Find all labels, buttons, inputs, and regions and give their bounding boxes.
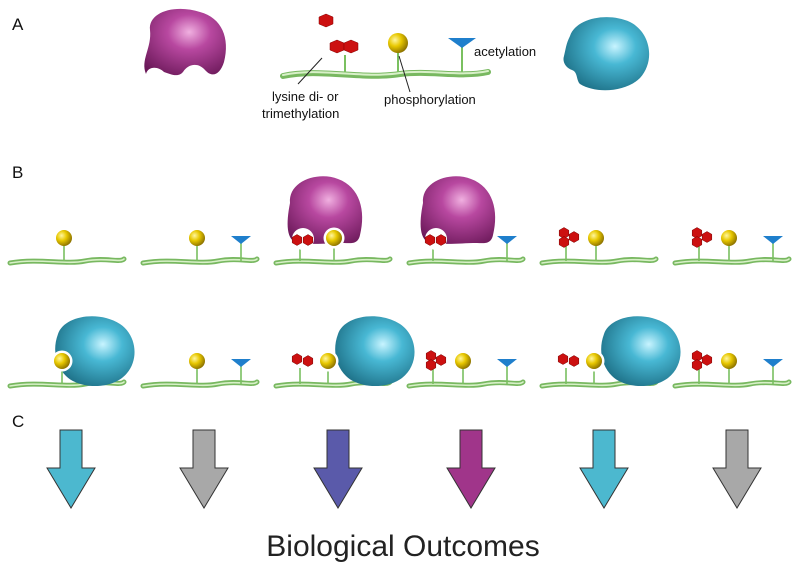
label-methylation-1: lysine di- or: [272, 89, 339, 104]
phospho-ball: [721, 353, 737, 369]
legend-strand: [280, 13, 491, 79]
panel-a: lysine di- or trimethylation phosphoryla…: [144, 8, 650, 121]
unit-r2-c2: [140, 353, 260, 389]
unit-r2-c6: [672, 350, 792, 389]
reader-cyan: [335, 316, 415, 387]
strand-highlight: [408, 258, 524, 264]
acetyl-mark: [231, 236, 251, 244]
phospho-ball: [388, 33, 408, 53]
panel-label-a: A: [12, 15, 24, 34]
unit-r2-c4: [406, 350, 526, 389]
phospho-ball: [721, 230, 737, 246]
unit-r2-c1: [7, 316, 135, 389]
phospho-ball: [326, 230, 342, 246]
strand-highlight: [142, 258, 258, 264]
acetyl-mark: [497, 236, 517, 244]
unit-r1-c6: [672, 227, 792, 266]
phospho-ball: [189, 230, 205, 246]
acetyl-mark: [497, 359, 517, 367]
label-methylation-2: trimethylation: [262, 106, 339, 121]
phospho-ball: [54, 353, 70, 369]
unit-r1-c2: [140, 230, 260, 266]
outcome-arrow-6: [712, 429, 762, 509]
panel-b: [7, 176, 792, 389]
strand-highlight: [9, 258, 125, 264]
strand-highlight: [674, 381, 790, 387]
strand-highlight: [408, 381, 524, 387]
methyl-cluster: [691, 350, 713, 371]
methyl-cluster: [291, 353, 314, 367]
phospho-ball: [586, 353, 602, 369]
reader-magenta: [287, 176, 363, 244]
panel-label-b: B: [12, 163, 23, 182]
reader-cyan-legend: [563, 17, 650, 91]
phospho-ball: [189, 353, 205, 369]
strand-highlight: [275, 258, 391, 264]
methyl-cluster: [691, 227, 713, 248]
unit-r2-c3: [273, 316, 415, 389]
unit-r1-c3: [273, 176, 393, 266]
panel-c: [46, 429, 762, 509]
panel-label-c: C: [12, 412, 24, 431]
phospho-ball: [588, 230, 604, 246]
outcome-arrow-3: [313, 429, 363, 509]
strand-highlight: [541, 258, 657, 264]
reader-cyan: [601, 316, 681, 387]
phospho-ball: [56, 230, 72, 246]
methyl-cluster: [291, 228, 314, 250]
methyl-group-double: [329, 39, 359, 54]
leader-phospho: [398, 55, 411, 93]
acetyl-mark: [448, 38, 476, 48]
unit-r1-c5: [539, 227, 659, 266]
strand-highlight: [674, 258, 790, 264]
methyl-cluster: [557, 353, 580, 367]
acetyl-mark: [231, 359, 251, 367]
outcome-arrow-1: [46, 429, 96, 509]
methyl-group-single: [318, 13, 334, 28]
acetyl-mark: [763, 359, 783, 367]
reader-magenta: [420, 176, 496, 244]
unit-r1-c4: [406, 176, 526, 266]
label-phosphorylation: phosphorylation: [384, 92, 476, 107]
acetyl-mark: [763, 236, 783, 244]
phospho-ball: [320, 353, 336, 369]
phospho-ball: [455, 353, 471, 369]
methyl-cluster: [558, 227, 580, 248]
outcome-arrow-5: [579, 429, 629, 509]
outcome-arrow-4: [446, 429, 496, 509]
unit-r1-c1: [7, 230, 127, 266]
reader-magenta-legend: [144, 8, 226, 76]
biological-outcomes-title: Biological Outcomes: [266, 530, 539, 563]
unit-r2-c5: [539, 316, 681, 389]
methyl-cluster: [425, 350, 447, 371]
reader-cyan: [55, 316, 135, 387]
strand-highlight: [142, 381, 258, 387]
methyl-cluster: [424, 228, 447, 250]
outcome-arrow-2: [179, 429, 229, 509]
leader-methyl: [297, 57, 323, 85]
label-acetylation: acetylation: [474, 44, 536, 59]
